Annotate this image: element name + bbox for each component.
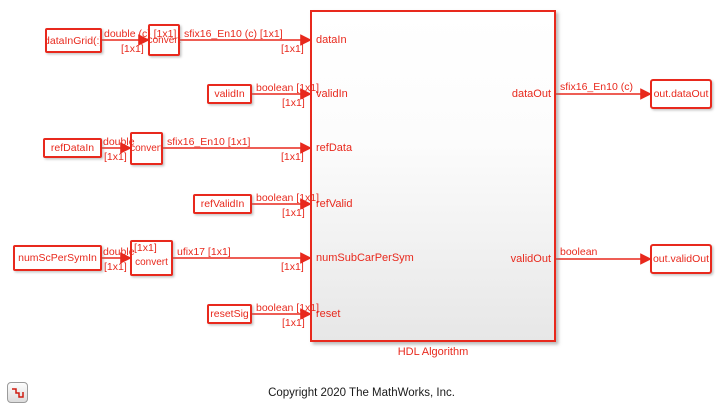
signal-label-type: boolean (560, 246, 598, 258)
hdl-block-name: HDL Algorithm (397, 346, 469, 358)
signal-label-type: ufix17 [1x1] (177, 246, 231, 258)
port-label-numsubcarpersym: numSubCarPerSym (316, 252, 414, 264)
signal-label-type: boolean [1x1] (256, 302, 320, 314)
port-label-validin: validIn (316, 88, 348, 100)
block-refdatain[interactable]: refDataIn (43, 138, 102, 158)
signal-label-type: double (c) [1x1] (104, 28, 177, 40)
port-label-refdata: refData (316, 142, 353, 154)
signal-label-dimension: [1x1] (104, 261, 127, 273)
port-label-validout: validOut (510, 253, 551, 265)
arrowhead (300, 252, 312, 264)
port-label-reset: reset (316, 308, 341, 320)
arrowhead (300, 142, 312, 154)
sample-time-legend-button[interactable] (7, 382, 28, 403)
signal-label-dimension: [1x1] (281, 151, 304, 163)
arrowhead (300, 34, 312, 46)
signal-label-dimension: [1x1] (281, 261, 304, 273)
block-refvalidin[interactable]: refValidIn (193, 194, 252, 214)
signal-label-dimension: [1x1] (282, 97, 305, 109)
arrowhead (120, 142, 132, 154)
block-dataingrid[interactable]: dataInGrid(:) (45, 28, 102, 53)
block-out-dataout[interactable]: out.dataOut (650, 79, 712, 109)
signal-label-type: boolean [1x1] (256, 192, 320, 204)
port-label-datain: dataIn (316, 34, 347, 46)
block-out-validout[interactable]: out.validOut (650, 244, 712, 274)
signal-label-dimension: [1x1] (282, 317, 305, 329)
signal-label-dimension: [1x1] (281, 43, 304, 55)
block-convert-3[interactable]: convert (130, 240, 173, 276)
signal-label-type: sfix16_En10 (c) [1x1] (184, 28, 283, 40)
arrowhead (300, 308, 312, 320)
block-convert-2[interactable]: convert (130, 132, 163, 165)
signal-label-dimension: [1x1] (282, 207, 305, 219)
port-label-dataout: dataOut (511, 88, 551, 100)
block-numscpersymin[interactable]: numScPerSymIn (13, 245, 102, 271)
block-convert-1[interactable]: convert (148, 24, 180, 56)
arrowhead (300, 198, 312, 210)
arrowhead (138, 34, 150, 46)
signal-label-type: sfix16_En10 [1x1] (167, 136, 251, 148)
arrowhead (300, 88, 312, 100)
signal-label-dimension: [1x1] (121, 43, 144, 55)
arrowhead (640, 88, 652, 100)
block-resetsig[interactable]: resetSig (207, 304, 252, 324)
signal-label-dimension: [1x1] (104, 151, 127, 163)
signal-label-type: boolean [1x1] (256, 82, 320, 94)
block-validin[interactable]: validIn (207, 84, 252, 104)
step-signal-icon (12, 388, 24, 398)
copyright-annotation: Copyright 2020 The MathWorks, Inc. (268, 387, 455, 399)
arrowhead (640, 253, 652, 265)
arrowhead (120, 252, 132, 264)
signal-label-dimension: [1x1] (134, 242, 157, 254)
signal-label-type: double (103, 246, 135, 258)
port-label-refvalid: refValid (316, 198, 353, 210)
signal-label-type: double (103, 136, 135, 148)
signal-label-type: sfix16_En10 (c) (560, 81, 633, 93)
block-hdl-algorithm[interactable] (310, 10, 556, 342)
